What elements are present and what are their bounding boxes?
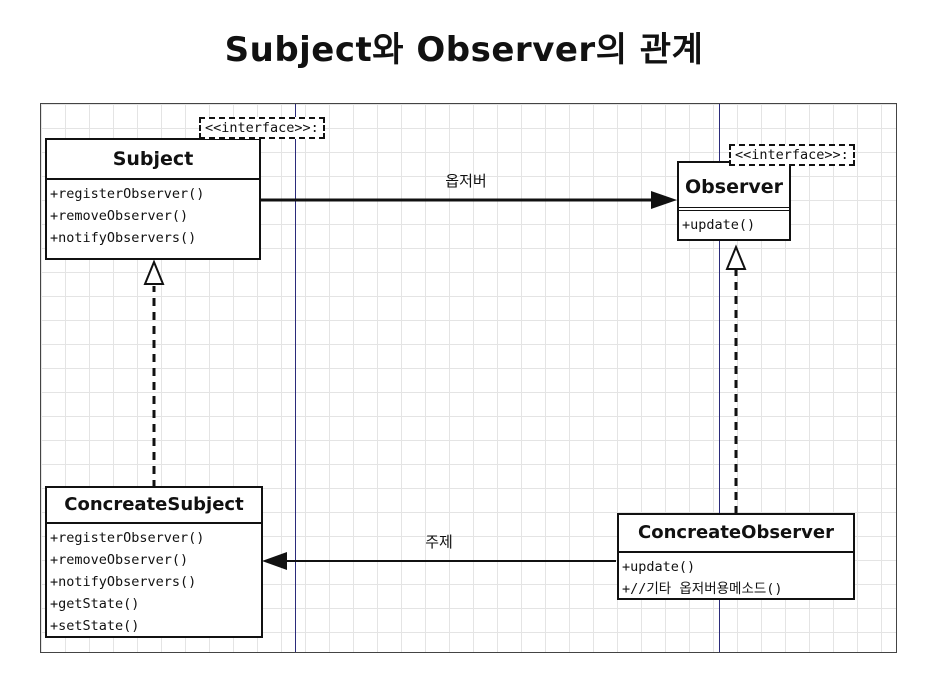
relationship-arrows: 옵저버 주제 [143, 172, 747, 570]
concreteobserver-class-box[interactable]: ConcreateObserver +update() +//기타 옵저버용메소… [617, 513, 855, 600]
diagram-canvas: 옵저버 주제 Subject +registerObserver() +remo… [40, 103, 897, 653]
operation: +notifyObservers() [50, 230, 197, 246]
operations-compartment: +registerObserver() +removeObserver() +n… [47, 524, 261, 639]
label-subject-relation: 주제 [425, 533, 453, 551]
operation: +//기타 옵저버용메소드() [622, 581, 783, 597]
class-name: ConcreateObserver [619, 515, 853, 553]
hollow-triangle-subject [143, 259, 165, 285]
operation: +setState() [50, 618, 140, 634]
class-name: ConcreateSubject [47, 488, 261, 524]
concretesubject-class-box[interactable]: ConcreateSubject +registerObserver() +re… [45, 486, 263, 638]
filled-arrowhead-right [651, 191, 677, 209]
slide-title: Subject와 Observer의 관계 [224, 30, 704, 70]
hollow-triangle-observer [725, 244, 747, 270]
operation: +registerObserver() [50, 530, 205, 546]
label-observer-relation: 옵저버 [445, 172, 486, 190]
filled-arrowhead-left [262, 552, 287, 570]
class-name: Observer [679, 163, 789, 211]
swimlane-divider-left [295, 104, 296, 652]
operation: +update() [622, 559, 696, 575]
operations-compartment: +registerObserver() +removeObserver() +n… [47, 180, 259, 251]
class-name: Subject [47, 140, 259, 180]
operation: +removeObserver() [50, 552, 189, 568]
interface-stereotype-observer: <<interface>>: [729, 144, 855, 166]
observer-class-box[interactable]: Observer +update() [677, 161, 791, 241]
operation: +notifyObservers() [50, 574, 197, 590]
operation: +getState() [50, 596, 140, 612]
operations-compartment: +update() +//기타 옵저버용메소드() [619, 553, 853, 602]
operation: +update() [682, 217, 756, 233]
subject-class-box[interactable]: Subject +registerObserver() +removeObser… [45, 138, 261, 260]
interface-stereotype-subject: <<interface>>: [199, 117, 325, 139]
operations-compartment: +update() [679, 211, 789, 238]
swimlane-divider-right [719, 104, 720, 652]
operation: +registerObserver() [50, 186, 205, 202]
operation: +removeObserver() [50, 208, 189, 224]
